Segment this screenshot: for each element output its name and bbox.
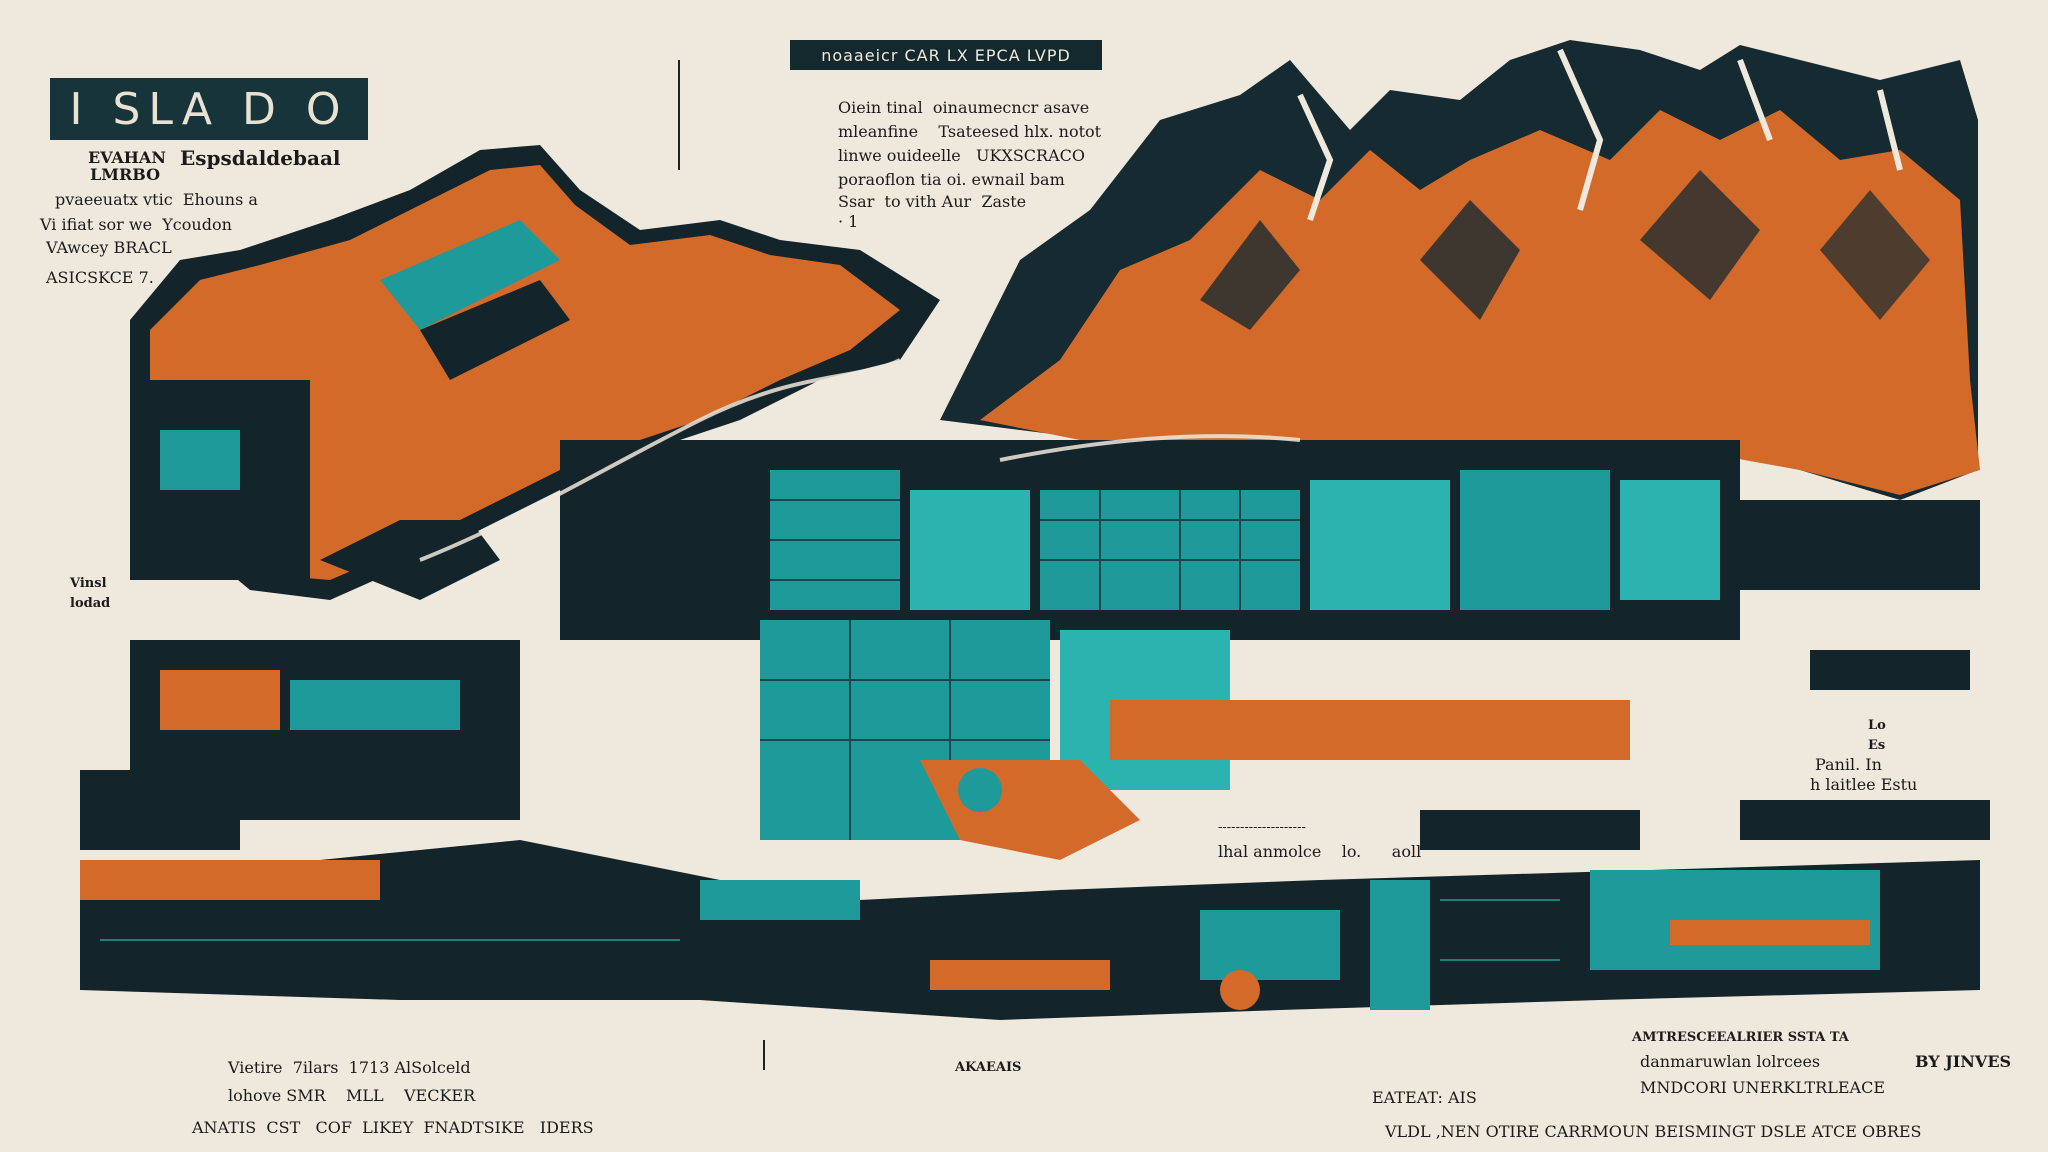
- bottom-footer: VLDL ,NEN OTIRE CARRMOUN BEISMINGT DSLE …: [1385, 1122, 1922, 1141]
- top-text-2: mleanfine Tsateesed hlx. notot: [838, 122, 1102, 141]
- bottom-left-1: Vietire 7ilars 1713 AlSolceld: [228, 1058, 471, 1077]
- center-label-rule: --------------------: [1218, 820, 1306, 835]
- right-label-1: Lo Es: [1868, 718, 1886, 753]
- bottom-divider: [763, 1040, 765, 1070]
- legend-line-1b: Espsdaldebaal: [180, 146, 341, 170]
- central-facility: [560, 440, 1740, 860]
- bottom-mid-1: AKAEAIS: [955, 1060, 1022, 1075]
- bottom-right-1: AMTRESCEEALRIER SSTA TA: [1632, 1030, 1849, 1045]
- bottom-left-2: lohove SMR MLL VECKER: [228, 1086, 476, 1105]
- bottom-right-3: MNDCORI UNERKLTRLEACE: [1640, 1078, 1886, 1097]
- center-label: lhal anmolce lo. aoll: [1218, 842, 1422, 861]
- side-label-left: Vinsl lodad: [70, 576, 111, 611]
- top-text-1: Oiein tinal oinaumecncr asave: [838, 98, 1090, 117]
- roads: [419, 358, 1301, 762]
- top-banner: noaaeicr CAR LX EPCA LVPD: [790, 40, 1102, 70]
- legend-line-1: EVAHAN: [88, 148, 178, 167]
- legend-line-2: LMRBO: [90, 165, 161, 184]
- top-divider: [678, 60, 680, 170]
- map-title: I SLA D O: [50, 78, 368, 140]
- bottom-right-4: BY JINVES: [1915, 1052, 2012, 1071]
- left-facility: [80, 380, 520, 850]
- bottom-left-3: ANATIS CST COF LIKEY FNADTSIKE IDERS: [192, 1118, 594, 1137]
- mountain-range: [940, 40, 1980, 500]
- right-structures: [1420, 500, 1990, 850]
- top-text-3: linwe ouideelle UKXSCRACO: [838, 146, 1085, 165]
- right-label-2: Panil. In: [1815, 755, 1882, 774]
- legend-line-6: ASICSKCE 7.: [46, 268, 154, 287]
- top-text-5: Ssar to vith Aur Zaste: [838, 192, 1027, 211]
- legend-line-5: VAwcey BRACL: [46, 238, 172, 257]
- legend-line-3: pvaeeuatx vtic Ehouns a: [55, 190, 258, 209]
- left-ridge: [130, 145, 940, 600]
- top-text-6: · 1: [838, 212, 859, 231]
- bottom-right-2: danmaruwlan lolrcees: [1640, 1052, 1821, 1071]
- lower-band: [80, 840, 1980, 1020]
- legend-line-4: Vi ifiat sor we Ycoudon: [40, 215, 232, 234]
- bottom-mid-2: EATEAT: AIS: [1372, 1088, 1477, 1107]
- top-text-4: poraoflon tia oi. ewnail bam: [838, 170, 1065, 189]
- right-label-3: h laitlee Estu: [1810, 775, 1918, 794]
